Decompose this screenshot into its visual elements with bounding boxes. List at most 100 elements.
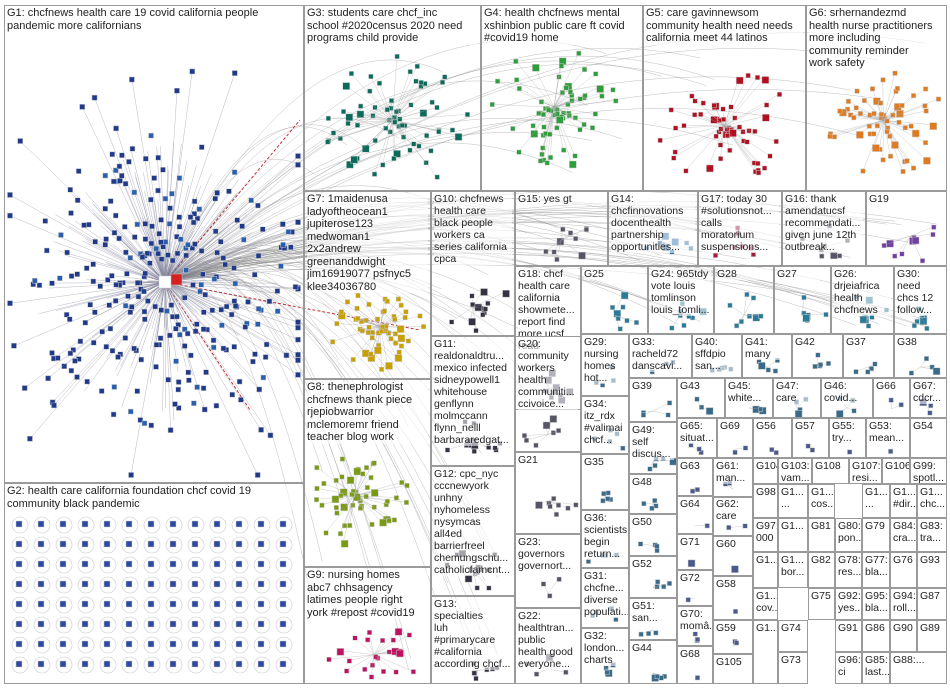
group-box-g43: G43 <box>677 378 725 418</box>
group-box-g111: G1... ... <box>778 484 808 518</box>
group-label-g36: G36: scientists begin return... <box>584 512 626 560</box>
group-label-g20: G20: community workers health communiti.… <box>518 338 578 410</box>
group-label-g19: G19 <box>869 193 944 205</box>
group-label-g84: G84: cra... <box>893 520 914 544</box>
group-label-g95: G95: bla... <box>865 590 887 614</box>
group-label-g34: G34: itz_rdx #valimai chcf... <box>584 398 626 446</box>
group-box-g17: G17: today 30 #solutionsnot... calls mor… <box>698 191 782 266</box>
group-box-g23: G23: governors governort... <box>515 534 581 608</box>
group-label-g92: G92: yes... <box>838 590 859 614</box>
group-box-g91: G91 <box>835 620 862 652</box>
group-box-g51: G51: san... <box>629 598 677 640</box>
group-box-g15: G15: yes gt <box>515 191 608 266</box>
group-box-g59: G59 <box>713 620 753 654</box>
group-label-g66: G66 <box>876 380 907 392</box>
group-label-g46: G46: covid... <box>824 380 870 404</box>
group-box-g61: G61: man... <box>713 458 753 498</box>
group-box-g99: G99: spotl... <box>910 458 947 484</box>
group-label-g65: G65: situat... <box>680 420 714 444</box>
group-label-g30: G30: need chcs 12 follow... <box>897 268 944 316</box>
group-box-g114: G1... ... <box>862 484 890 518</box>
group-label-g99: G99: spotl... <box>913 460 944 484</box>
group-box-g109: G1... #dir... <box>890 484 917 518</box>
group-label-g85: G85: last... <box>865 654 887 678</box>
group-box-g96: G96: ci <box>835 652 862 684</box>
group-box-g45: G45: white... <box>725 378 773 418</box>
group-box-g85: G85: last... <box>862 652 890 684</box>
group-box-g47: G47: care <box>773 378 821 418</box>
group-box-g11: G11: realdonaldtru... mexico infected si… <box>431 336 515 466</box>
group-box-g33: G33: racheld72 danscavi... <box>629 334 692 378</box>
group-label-g64: G64 <box>680 498 710 510</box>
group-label-g91: G91 <box>838 622 859 634</box>
group-label-g69: G69 <box>720 420 750 432</box>
group-box-g57: G57 <box>792 418 829 458</box>
group-label-g11: G11: realdonaldtru... mexico infected si… <box>434 338 512 446</box>
group-label-g17: G17: today 30 #solutionsnot... calls mor… <box>701 193 779 253</box>
group-label-g86: G86 <box>865 622 887 634</box>
group-label-g27: G27 <box>777 268 828 280</box>
group-label-g44: G44 <box>632 642 674 654</box>
group-box-g50: G50 <box>629 514 677 556</box>
group-label-g72: G72 <box>680 572 710 584</box>
group-box-g3: G3: students care chcf_inc school #2020c… <box>304 5 481 191</box>
group-box-g12: G12: cpc_nyc cccnewyork unhny nyhomeless… <box>431 466 515 596</box>
group-label-g5: G5: care gavinnewsom community health ne… <box>646 7 803 45</box>
group-label-g76: G76 <box>893 554 914 566</box>
group-box-g79: G79 <box>862 518 890 552</box>
group-box-g87: G87 <box>917 588 947 620</box>
group-box-g14: G14: chcfinnovations docenthealth partne… <box>608 191 698 266</box>
group-label-g82: G82 <box>811 554 832 566</box>
group-label-g70: G70: momâ... <box>680 608 710 632</box>
group-label-g52: G52 <box>632 558 674 570</box>
group-label-g78: G78: res... <box>838 554 859 578</box>
group-label-g48: G48 <box>632 476 674 488</box>
group-label-g97: G97: 000 <box>756 520 775 544</box>
group-box-g113: G1... <box>753 552 778 588</box>
group-label-g87: G87 <box>920 590 944 602</box>
group-box-g101: G1... cos... <box>808 484 835 518</box>
group-box-g8: G8: thenephrologist chcfnews thank piece… <box>304 379 431 567</box>
group-box-g4: G4: health chcfnews mental xshinbion pub… <box>481 5 643 191</box>
group-label-g6: G6: srhernandezmd health nurse practitio… <box>809 7 944 70</box>
group-label-g80: G80: pon... <box>838 520 859 544</box>
group-label-g111: G1... ... <box>781 486 805 510</box>
group-label-g55: G55: try... <box>832 420 863 444</box>
group-label-g53: G53: mean... <box>869 420 907 444</box>
group-label-g112: G1... cov... <box>756 590 775 614</box>
group-box-g53: G53: mean... <box>866 418 910 458</box>
group-label-g49: G49: self discus... <box>632 424 674 460</box>
group-label-g33: G33: racheld72 danscavi... <box>632 336 689 372</box>
group-box-g28: G28 <box>714 266 774 334</box>
group-label-g108: G108 <box>815 460 846 472</box>
group-box-g52: G52 <box>629 556 677 598</box>
group-box-g90: G90 <box>890 620 917 652</box>
group-label-g47: G47: care <box>776 380 818 404</box>
group-box-g69: G69 <box>717 418 753 458</box>
group-box-g100: G1... bor... <box>778 552 808 588</box>
group-box-g2: G2: health care california foundation ch… <box>4 483 304 684</box>
group-box-g9: G9: nursing homes abc7 chhsagency latime… <box>304 567 431 684</box>
group-box-g25: G25 <box>581 266 648 334</box>
group-box-g77: G77: bla... <box>862 552 890 588</box>
group-box-g29: G29: nursing homes hot... <box>581 334 629 396</box>
group-label-g24: G24: 965tdy vote louis tomlinson louis_t… <box>651 268 711 316</box>
group-box-g46: G46: covid... <box>821 378 873 418</box>
group-label-g115: G1... <box>756 622 775 634</box>
group-box-g21: G21 <box>515 452 581 534</box>
group-box-g105: G105 <box>713 654 753 684</box>
group-label-g12: G12: cpc_nyc cccnewyork unhny nyhomeless… <box>434 468 512 576</box>
group-label-g94: G94: roll... <box>893 590 914 614</box>
group-box-g106: G106 <box>882 458 910 484</box>
group-label-g42: G42 <box>795 336 840 348</box>
group-box-g83: G83: tra... <box>917 518 947 552</box>
group-box-g34: G34: itz_rdx #valimai chcf... <box>581 396 629 454</box>
group-box-g71: G71 <box>677 534 713 570</box>
group-box-g67: G67: cdcr... <box>910 378 947 418</box>
group-label-g93: G93 <box>920 554 944 566</box>
group-label-g63: G63 <box>680 460 710 472</box>
group-label-g58: G58 <box>716 578 750 590</box>
group-box-g5: G5: care gavinnewsom community health ne… <box>643 5 806 191</box>
group-box-g60: G60 <box>713 536 753 576</box>
group-label-g57: G57 <box>795 420 826 432</box>
